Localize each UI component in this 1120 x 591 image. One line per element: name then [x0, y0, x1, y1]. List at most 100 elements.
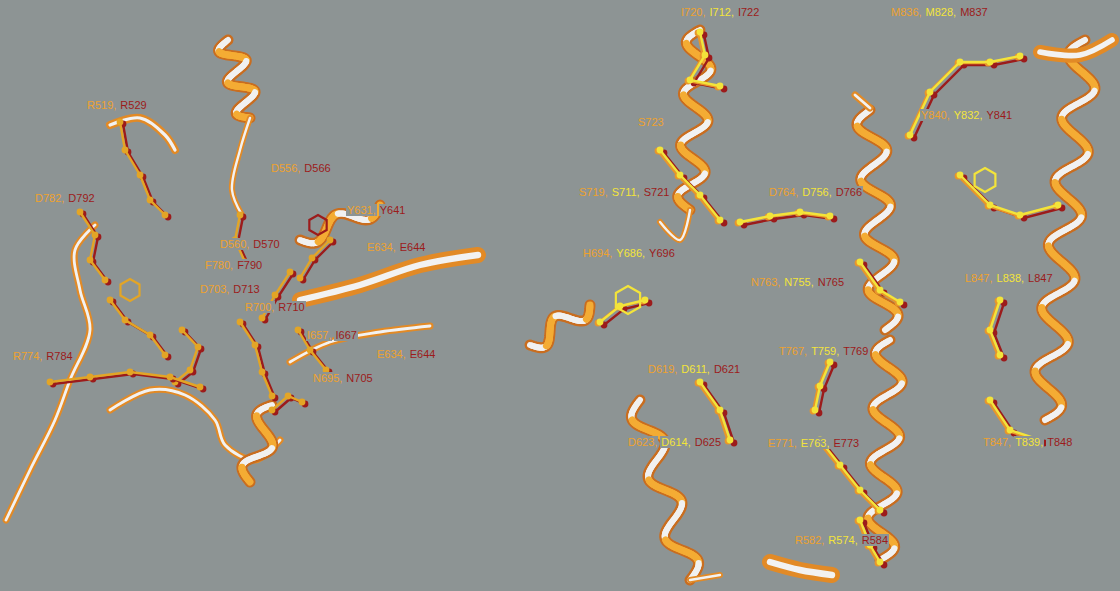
bond [123, 124, 168, 217]
atom [47, 379, 54, 386]
atom [1017, 212, 1024, 219]
side-chain [735, 210, 832, 227]
residue-label: I722 [737, 6, 760, 18]
bond [698, 383, 728, 441]
helix-ribbon [300, 205, 380, 243]
side-chain [297, 237, 334, 282]
residue-label: N755, [783, 276, 814, 288]
coil-outer [690, 575, 720, 580]
coil-inner [770, 562, 832, 575]
atom [259, 369, 266, 376]
coil-outer [855, 95, 870, 108]
ribbon-face [1045, 419, 1048, 420]
atom [717, 83, 724, 90]
residue-label: F790 [236, 259, 263, 271]
coil-ribbon [232, 118, 250, 215]
bond [660, 150, 720, 220]
atom [597, 319, 604, 326]
atom [92, 232, 99, 239]
residue-label-group: D703,D713 [199, 283, 263, 296]
helix-ribbon [530, 305, 590, 348]
residue-label-group: T847,T839,T848 [982, 436, 1075, 449]
coil-outer [300, 255, 478, 300]
atom [987, 202, 994, 209]
side-chain [821, 440, 888, 517]
side-chain [262, 271, 297, 324]
residue-label: R710 [277, 301, 305, 313]
side-chain [259, 269, 294, 322]
helix-ribbon [242, 405, 273, 482]
bond [908, 57, 1018, 136]
residue-label: N695, [312, 372, 343, 384]
residue-label: L847 [1027, 272, 1053, 284]
atom [309, 255, 316, 262]
bond [690, 32, 720, 86]
side-chain [80, 211, 112, 286]
atom [269, 407, 276, 414]
residue-label: D556, [270, 162, 301, 174]
bond [175, 330, 198, 382]
residue-label-group: D782,D792 [34, 192, 98, 205]
residue-label: E644 [409, 348, 437, 360]
residue-label-group: T767,T759,T769 [778, 345, 871, 358]
atom [237, 319, 244, 326]
atom [737, 219, 744, 226]
atom [797, 209, 804, 216]
coil-ribbon [300, 255, 478, 300]
ribbon-edge [300, 205, 380, 243]
side-chain [175, 329, 205, 388]
ribbon-face [249, 480, 250, 482]
side-chain [110, 299, 172, 361]
atom [827, 213, 834, 220]
residue-label: S721 [643, 186, 671, 198]
side-chain [857, 259, 904, 306]
residue-label-group: M836,M828,M837 [890, 6, 991, 19]
atom [122, 147, 129, 154]
atom [187, 367, 194, 374]
residue-label: E773 [833, 437, 861, 449]
atom [997, 297, 1004, 304]
side-chain [861, 262, 908, 309]
atom [117, 119, 124, 126]
atom [307, 347, 314, 354]
residue-label: R574, [827, 534, 858, 546]
side-chain [300, 239, 337, 284]
bond [700, 382, 730, 440]
atom [147, 332, 154, 339]
side-chain [117, 119, 169, 219]
residue-label: D570 [252, 238, 280, 250]
side-chain [816, 362, 838, 417]
residue-label: T848 [1046, 436, 1073, 448]
atom [297, 275, 304, 282]
residue-label-group: S723 [637, 116, 667, 129]
atom [287, 269, 294, 276]
residue-label: Y696 [648, 247, 676, 259]
side-chain [269, 393, 306, 414]
atom [997, 352, 1004, 359]
atom [285, 393, 292, 400]
atom [857, 487, 864, 494]
bond [303, 242, 333, 280]
coil-outer [6, 225, 95, 520]
aromatic-ring [120, 279, 139, 301]
side-chain [911, 56, 1028, 142]
bond [860, 262, 900, 302]
coil-outer [110, 118, 175, 150]
ribbon-face [885, 328, 887, 330]
residue-label-group: E634,E644 [376, 348, 438, 361]
residue-label: S723 [637, 116, 665, 128]
side-chain [661, 150, 728, 227]
residue-label-group: N763,N755,N765 [750, 276, 847, 289]
residue-label: L847, [964, 272, 994, 284]
residue-label: M836, [890, 6, 923, 18]
residue-label: D566 [303, 162, 331, 174]
ribbon-edge [219, 40, 255, 118]
residue-label-group: R519,R529 [86, 99, 150, 112]
residue-label: I667 [334, 329, 357, 341]
residue-label: Y686, [615, 247, 646, 259]
residue-label: R700, [244, 301, 275, 313]
residue-label-group: Y631,Y641 [346, 204, 408, 217]
ribbon-edge [530, 305, 590, 348]
helix-ribbon [678, 30, 711, 210]
aromatic-ring [975, 168, 996, 192]
